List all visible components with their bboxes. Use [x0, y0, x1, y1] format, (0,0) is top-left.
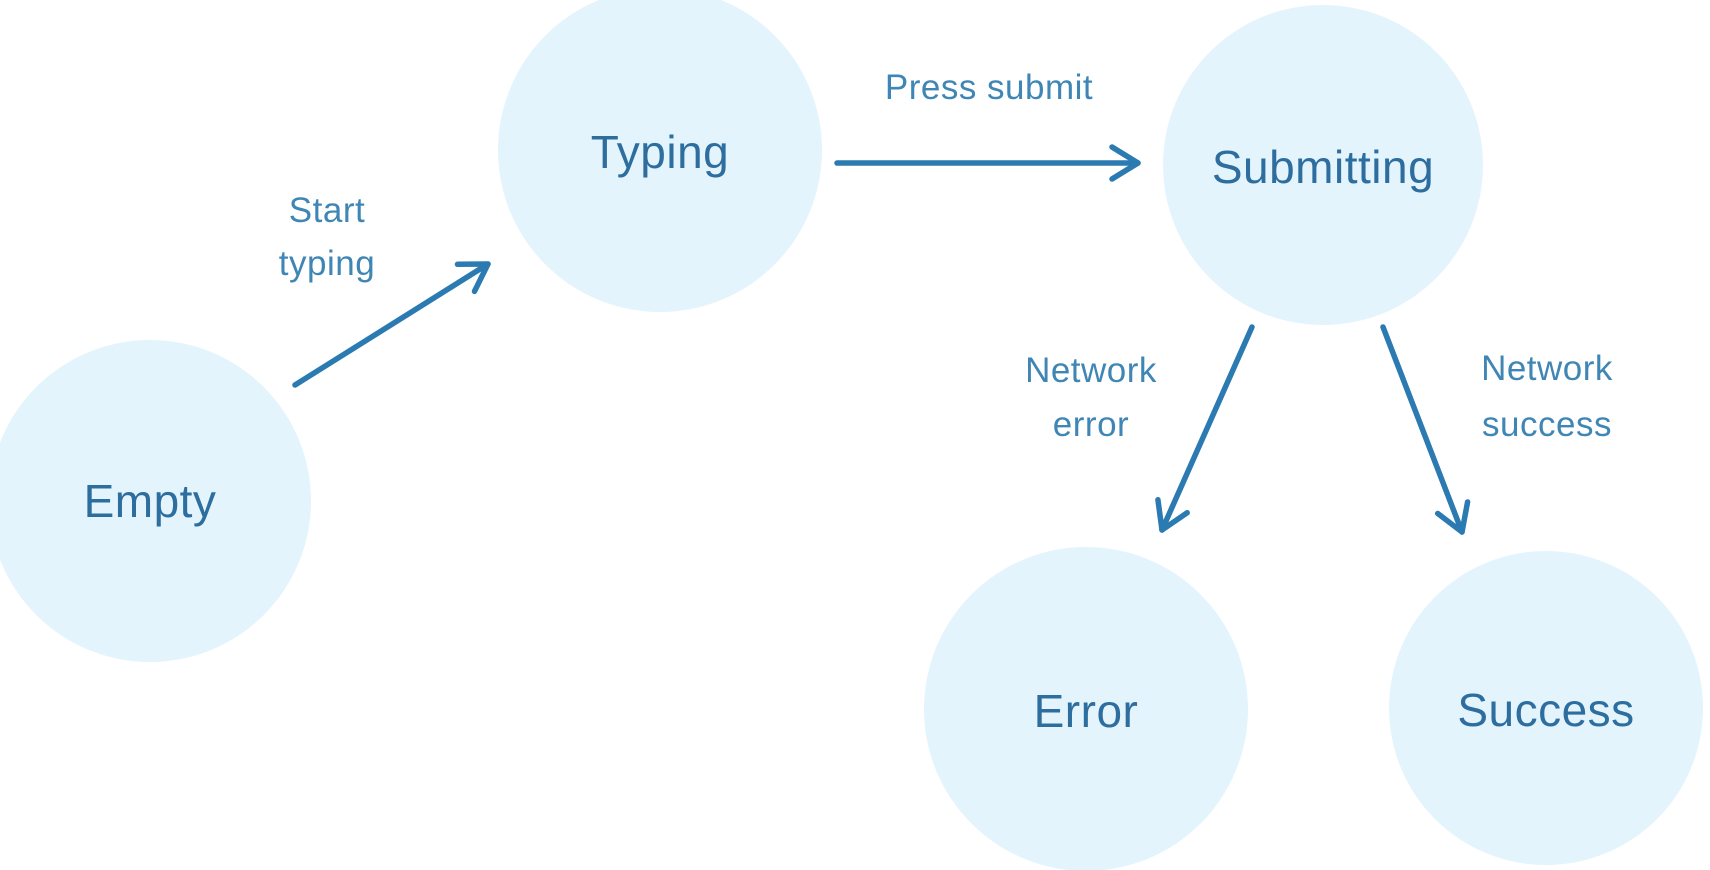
node-empty: Empty [0, 340, 311, 662]
edge-network-error: Network error [1025, 324, 1255, 533]
arrow-submitting-to-success [1380, 324, 1471, 535]
edge-label-network-error-line1: Network [1025, 351, 1157, 390]
node-error: Error [924, 547, 1248, 870]
node-label-success: Success [1457, 684, 1634, 736]
node-circle-typing [498, 0, 822, 312]
node-typing: Typing [498, 0, 822, 312]
node-label-typing: Typing [591, 126, 730, 178]
edge-label-press-submit: Press submit [885, 68, 1093, 107]
node-success: Success [1389, 551, 1703, 865]
edge-label-start-typing-line1: Start [289, 191, 365, 230]
node-submitting: Submitting [1163, 5, 1483, 325]
edge-network-success: Network success [1380, 324, 1613, 535]
edge-start-typing: Start typing [279, 191, 491, 388]
node-circle-submitting [1163, 5, 1483, 325]
arrow-submitting-to-error [1155, 324, 1255, 533]
node-circle-empty [0, 340, 311, 662]
edge-press-submit: Press submit [834, 68, 1141, 182]
node-circle-error [924, 547, 1248, 870]
node-label-error: Error [1034, 685, 1139, 737]
edge-label-start-typing-line2: typing [279, 244, 375, 283]
node-label-empty: Empty [84, 475, 217, 527]
edge-label-network-success-line1: Network [1481, 349, 1613, 388]
edge-label-network-success-line2: success [1482, 405, 1612, 444]
edge-label-network-error-line2: error [1053, 405, 1129, 444]
node-label-submitting: Submitting [1212, 141, 1434, 193]
node-circle-success [1389, 551, 1703, 865]
arrow-empty-to-typing [292, 261, 491, 388]
